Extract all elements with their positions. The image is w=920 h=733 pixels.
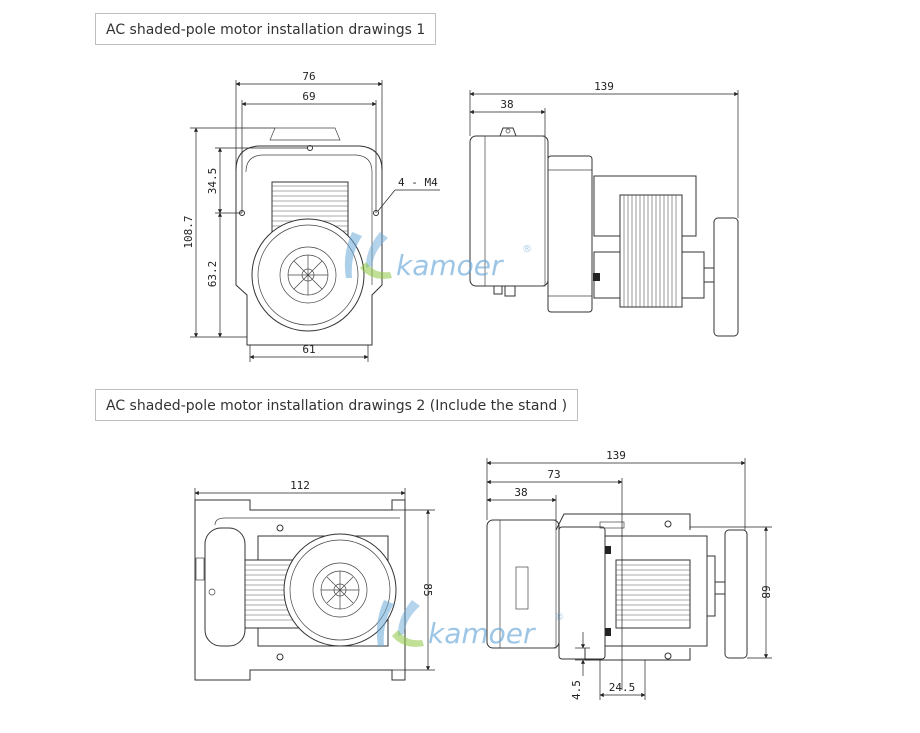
- drawing-1-front-view: [235, 127, 383, 346]
- dim-s2-height: 68: [759, 585, 772, 598]
- kamoer-logo-icon: [344, 232, 392, 279]
- dim-width-inner: 69: [302, 90, 315, 103]
- dim-side-part: 38: [500, 98, 513, 111]
- kamoer-watermark-1: kamoer ®: [344, 232, 532, 282]
- side-coil-fins: [619, 194, 683, 308]
- dim-s2-total: 139: [606, 449, 626, 462]
- dim-lower: 63.2: [206, 261, 219, 288]
- dim-holes: 4 - M4: [398, 176, 438, 189]
- dim-s2-foot-width: 24.5: [609, 681, 636, 694]
- dim-width-outer: 76: [302, 70, 315, 83]
- drawing-2-side-dimensions: 139 73 38 68 4.5 24.5: [486, 449, 772, 700]
- dim-height-total: 108.7: [182, 215, 195, 248]
- watermark-text: kamoer: [396, 249, 504, 282]
- kamoer-watermark-2: kamoer ®: [376, 600, 564, 650]
- dim-s2-part: 38: [514, 486, 527, 499]
- drawing-2-front-dimensions: 112 85: [194, 479, 435, 671]
- drawing-2-side-fins: [615, 559, 691, 629]
- drawing-1-side-view: [469, 127, 739, 337]
- drawing-2-caption: AC shaded-pole motor installation drawin…: [95, 389, 579, 421]
- watermark-text: kamoer: [428, 617, 536, 650]
- drawing-1-caption: AC shaded-pole motor installation drawin…: [95, 13, 437, 45]
- dim-s2-foot-height: 4.5: [570, 680, 583, 700]
- drawing-2-front-view: [194, 499, 406, 681]
- kamoer-logo-icon: [376, 600, 424, 647]
- drawing-1-front-dimensions: 76 69 108.7 34.5 63.2 61 4 - M4: [182, 70, 440, 362]
- dim-bottom-width: 61: [302, 343, 315, 356]
- watermark-registered: ®: [554, 612, 564, 623]
- watermark-registered: ®: [522, 244, 532, 255]
- dim-side-total: 139: [594, 80, 614, 93]
- dim-upper: 34.5: [206, 168, 219, 195]
- drawing-1-side-dimensions: 139 38: [469, 80, 739, 218]
- dim-stand-height: 85: [421, 583, 434, 596]
- dim-stand-width: 112: [290, 479, 310, 492]
- dim-s2-mid: 73: [547, 468, 560, 481]
